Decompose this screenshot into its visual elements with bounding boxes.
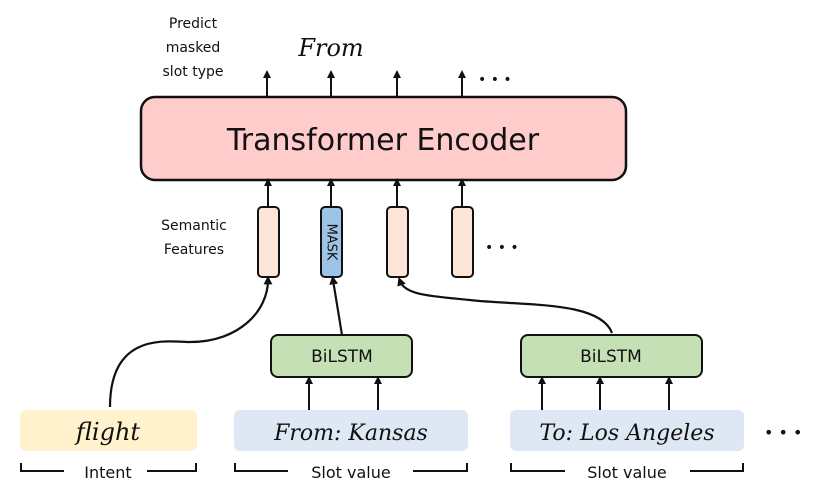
slot-input-text-2: To: Los Angeles [539, 421, 714, 446]
predict-label-line2: masked [166, 40, 221, 56]
feature-vector [257, 206, 280, 278]
slot-bracket-1-left [234, 463, 288, 472]
bilstm2-input-arrows [538, 376, 673, 410]
intent-input-text: flight [74, 418, 141, 446]
feature-ellipsis: • • • [485, 240, 519, 256]
transformer-encoder-label: Transformer Encoder [226, 123, 540, 158]
slot-bracket-label-2: Slot value [587, 463, 666, 482]
bilstm-box-2 [520, 334, 703, 378]
slot-input-box-1 [234, 410, 468, 451]
brackets [20, 463, 744, 472]
mask-label: MASK [324, 224, 339, 261]
semantic-label-line1: Semantic [161, 218, 227, 234]
bilstm-label-1: BiLSTM [311, 347, 373, 367]
input-ellipsis: • • • [764, 423, 802, 442]
bilstm2-curve [397, 276, 614, 334]
intent-input-box [20, 410, 197, 451]
semantic-label-line2: Features [164, 242, 224, 258]
output-arrows [263, 70, 466, 96]
intent-bracket-right [147, 463, 197, 472]
transformer-encoder-box [139, 95, 628, 182]
predicted-token: From [297, 34, 363, 62]
feature-vector [451, 206, 474, 278]
slot-bracket-2-right [690, 463, 744, 472]
intent-bracket-left [20, 463, 64, 472]
bilstm-label-2: BiLSTM [580, 347, 642, 367]
connectors [108, 275, 614, 408]
slot-bracket-1-right [413, 463, 468, 472]
intent-bracket-label: Intent [84, 463, 131, 482]
slot-input-box-2 [510, 410, 744, 451]
output-ellipsis: • • • [478, 72, 512, 88]
slot-bracket-label-1: Slot value [311, 463, 390, 482]
feature-vector [386, 206, 409, 278]
bilstm-box-1 [270, 334, 413, 378]
predict-label-line3: slot type [163, 64, 224, 80]
bilstm1-input-arrows [305, 376, 382, 410]
predict-label-line1: Predict [169, 16, 218, 32]
encoder-input-arrows [264, 178, 466, 206]
slot-input-text-1: From: Kansas [273, 421, 428, 446]
slot-bracket-2-left [510, 463, 565, 472]
intent-curve [108, 275, 273, 408]
bilstm1-arrow [329, 275, 344, 336]
